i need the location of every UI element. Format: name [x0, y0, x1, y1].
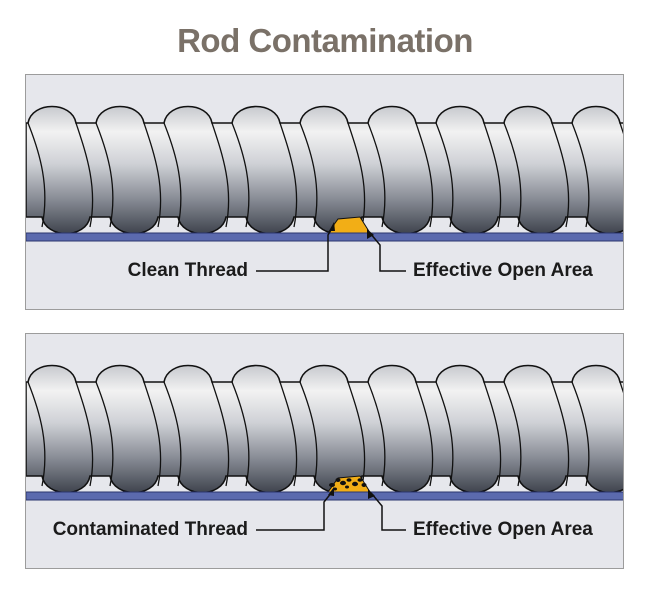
contaminated-thread-leader-line — [256, 491, 333, 531]
callout-lines — [256, 487, 406, 531]
page-title: Rod Contamination — [177, 22, 473, 59]
clean-thread-arrowhead — [329, 222, 335, 231]
open-area-leader-line — [369, 232, 406, 272]
open-area-arrowhead — [367, 229, 374, 239]
open-area-arrowhead — [368, 489, 375, 499]
clean-thread-panel: Clean Thread Effective Open Area — [25, 74, 624, 310]
contamination-particles — [329, 478, 367, 491]
callout-lines — [256, 222, 406, 272]
effective-open-area-label: Effective Open Area — [413, 519, 593, 540]
clean-thread-label: Clean Thread — [127, 260, 248, 281]
contaminated-thread-panel: Contaminated Thread Effective Open Area — [25, 333, 624, 569]
contaminated-thread-label: Contaminated Thread — [52, 519, 248, 540]
clean-thread-rod-diagram — [26, 105, 623, 272]
contaminated-thread-rod-diagram — [26, 364, 623, 531]
open-area-leader-line — [371, 493, 406, 531]
contaminated-thread-arrowhead — [328, 487, 334, 496]
effective-open-area-label: Effective Open Area — [413, 260, 593, 281]
